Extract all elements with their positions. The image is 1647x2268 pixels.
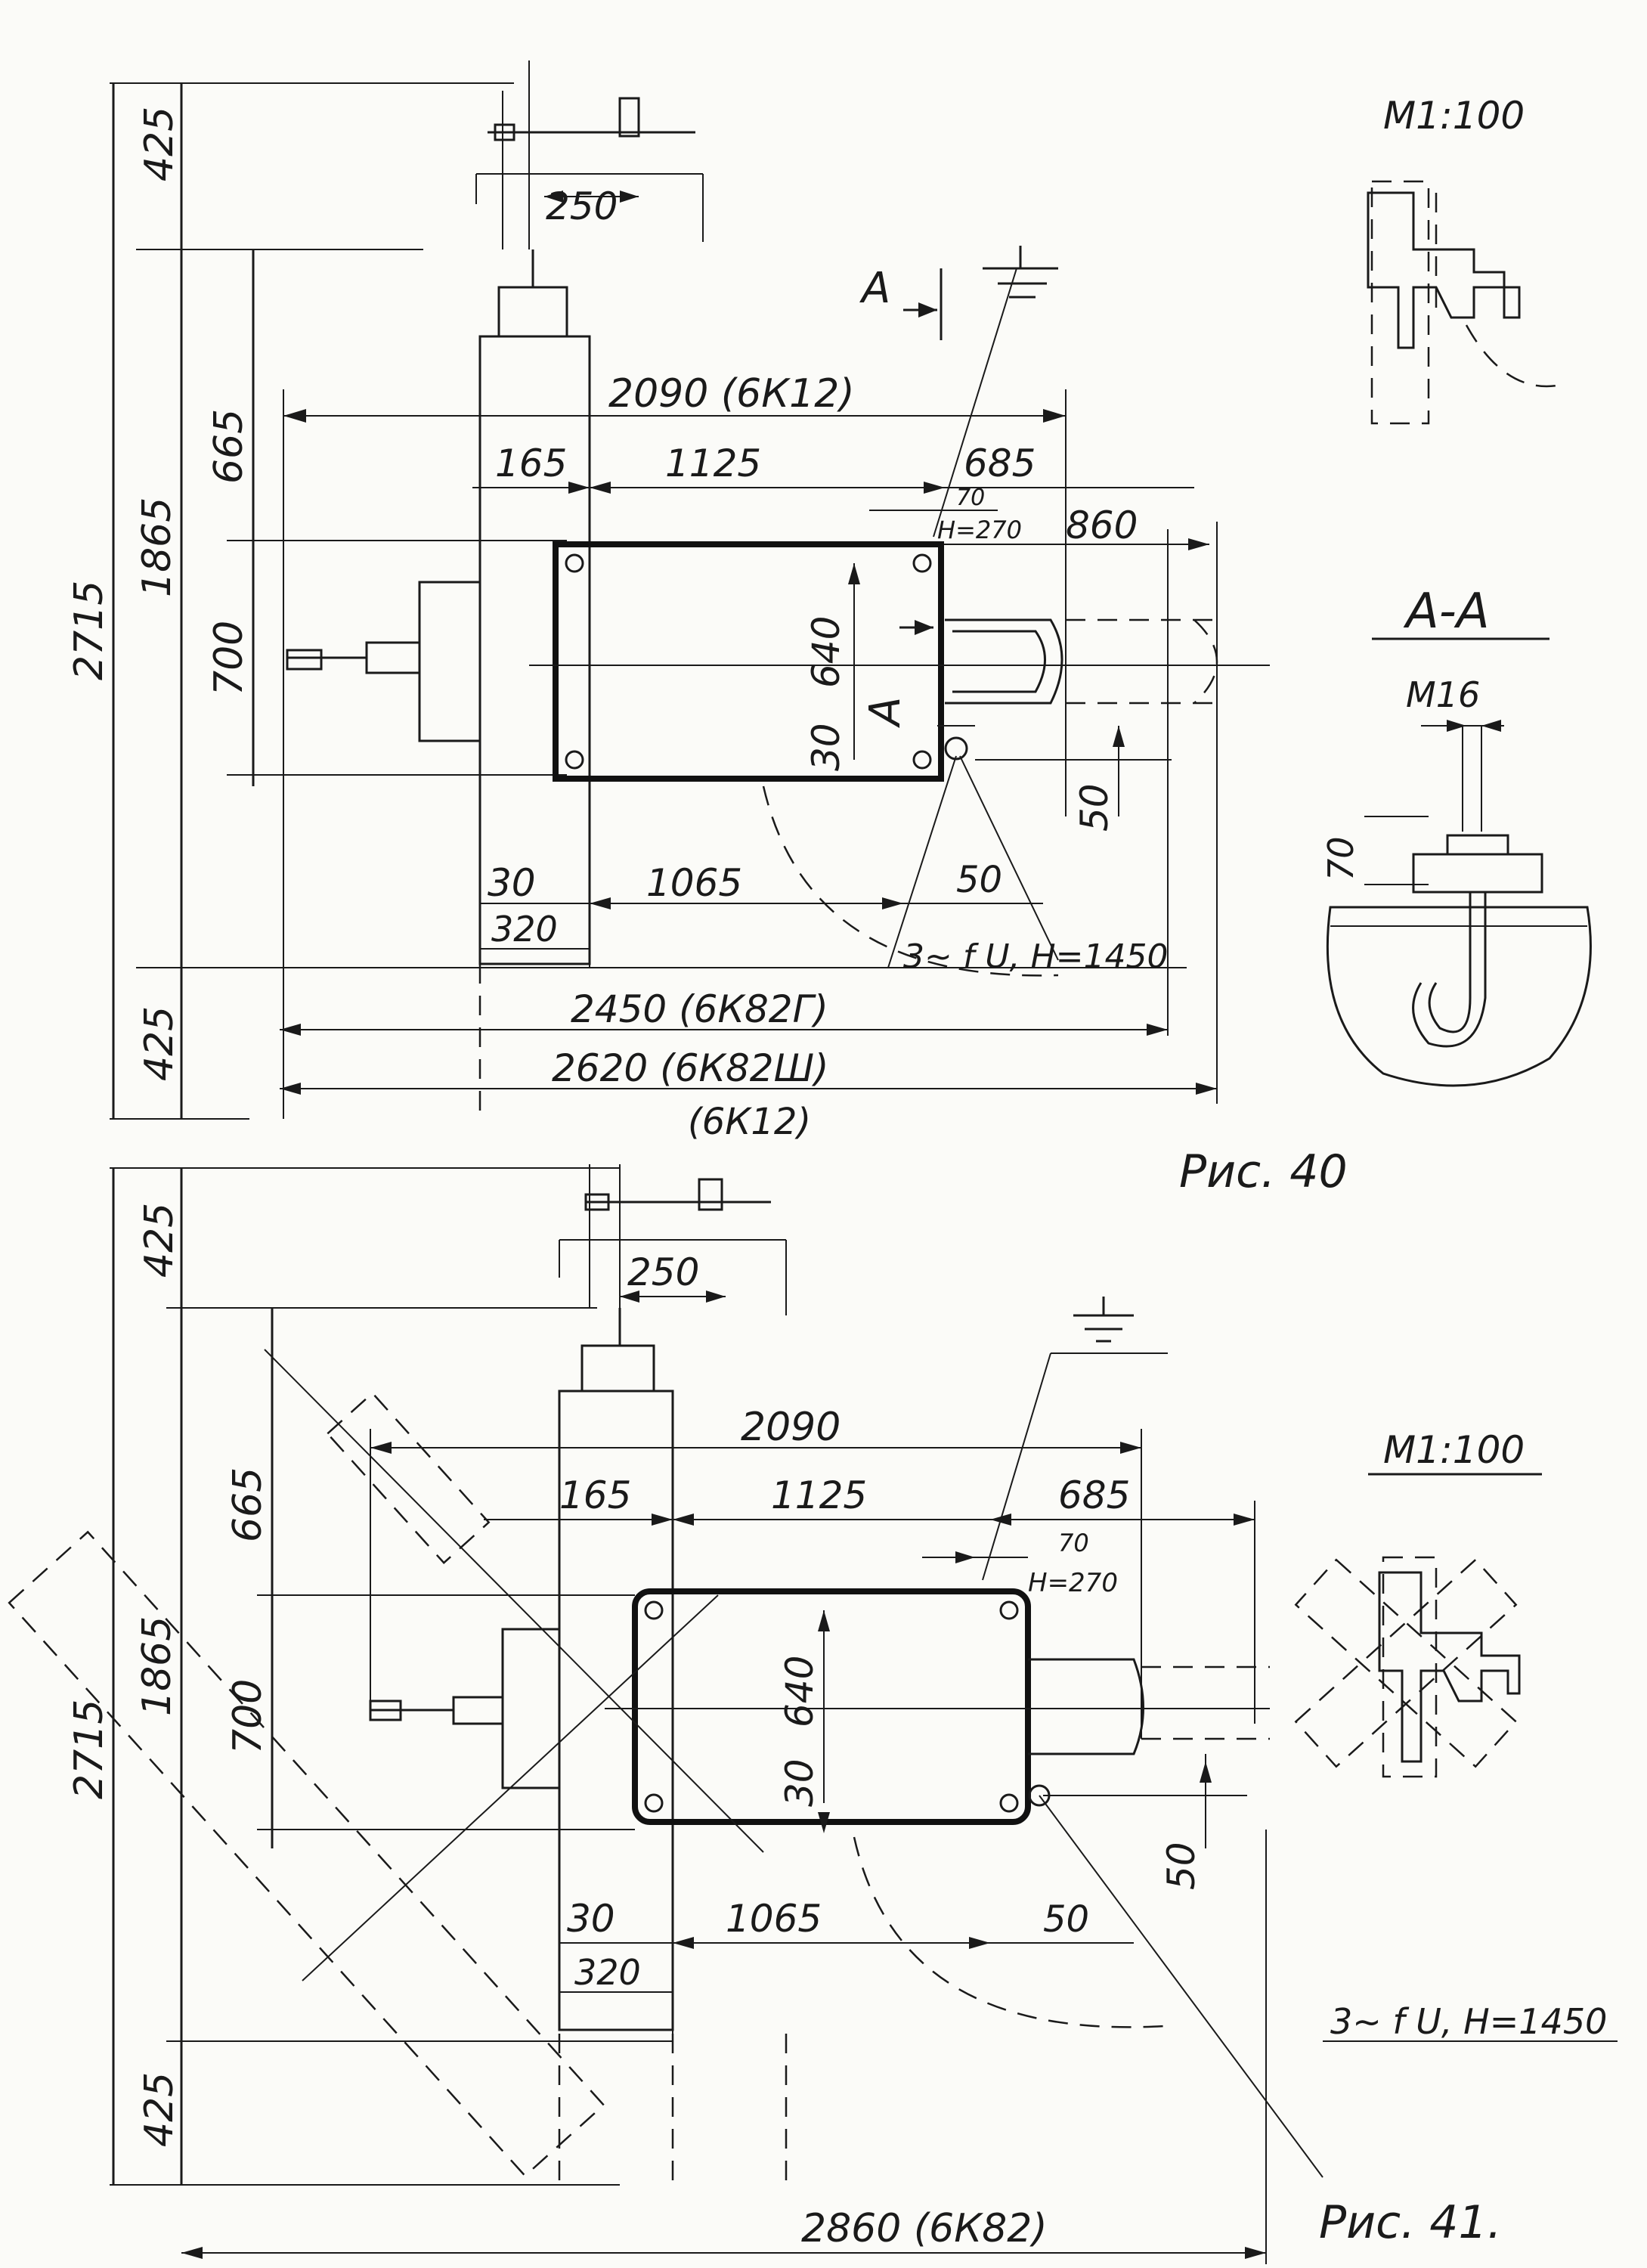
fig40-anchor-bolt-section xyxy=(1326,906,1592,1087)
fig40-dim-1065: 1065 xyxy=(646,861,742,905)
fig41-rotated-column-ghost xyxy=(8,1530,605,2177)
fig40-dim-h270: H=270 xyxy=(937,516,1022,544)
fig41-base-table xyxy=(632,1588,1031,1825)
fig41-dim-250: 250 xyxy=(627,1250,699,1294)
fig40-plan-schematic xyxy=(1367,191,1521,349)
fig40-section-title: А-А xyxy=(1403,584,1490,640)
fig41-dim-50v: 50 xyxy=(1159,1842,1203,1890)
fig40-scale-label: М1:100 xyxy=(1383,94,1525,138)
fig41-dim-30v: 30 xyxy=(778,1758,822,1807)
fig40-dim-685: 685 xyxy=(964,442,1036,485)
fig40-power-label: 3~ f U, H=1450 xyxy=(903,937,1168,976)
figure-40: 2715 1865 425 425 665 700 250 2090 xyxy=(67,60,1592,1198)
fig41-dim-h270: H=270 xyxy=(1028,1568,1118,1598)
fig40-section-marker-mid: А xyxy=(861,697,910,728)
fig40-dim-250: 250 xyxy=(546,184,618,228)
fig41-dim-1865: 1865 xyxy=(135,1616,180,1716)
fig40-section-marker-top: А xyxy=(859,264,890,313)
fig41-caption: Рис. 41. xyxy=(1319,2196,1502,2249)
fig40-section-bolt: М16 xyxy=(1406,674,1480,715)
fig41-dim-2715: 2715 xyxy=(67,1699,112,1799)
fig40-motor-housing xyxy=(418,581,481,742)
fig40-dim-700: 700 xyxy=(206,621,252,696)
fig41-dim-665: 665 xyxy=(225,1467,271,1542)
fig41-dim-320: 320 xyxy=(574,1952,641,1993)
fig41-dim-165: 165 xyxy=(559,1473,631,1517)
figure-41: 2715 1865 425 425 665 700 250 2090 xyxy=(8,1164,1618,2264)
fig40-dim-2715: 2715 xyxy=(67,581,112,680)
fig40-dim-1125: 1125 xyxy=(665,442,761,485)
fig41-dim-640: 640 xyxy=(778,1656,822,1727)
fig40-dim-320: 320 xyxy=(491,909,558,950)
fig41-dim-685: 685 xyxy=(1058,1473,1130,1517)
fig40-dim-2450: 2450 (6К82Г) xyxy=(571,987,828,1031)
fig40-dim-50h: 50 xyxy=(956,859,1002,901)
fig41-dim-700: 700 xyxy=(225,1679,271,1754)
fig40-dim-640: 640 xyxy=(804,616,848,688)
fig41-dim-70: 70 xyxy=(1058,1529,1089,1557)
fig40-caption: Рис. 40 xyxy=(1179,1145,1348,1198)
fig41-dim-2860: 2860 (6К82) xyxy=(801,2206,1048,2251)
fig40-dim-30h: 30 xyxy=(488,861,536,905)
fig40-dim-1865: 1865 xyxy=(135,497,180,597)
fig41-dim-425-bottom: 425 xyxy=(137,2072,182,2147)
fig41-power-label: 3~ f U, H=1450 xyxy=(1330,2001,1607,2042)
fig40-section-depth: 70 xyxy=(1320,836,1361,881)
fig40-dim-2620: 2620 (6К82Ш) xyxy=(552,1046,829,1090)
fig40-dim-6k12: (6К12) xyxy=(688,1101,811,1143)
fig41-dim-50h: 50 xyxy=(1043,1898,1089,1941)
fig41-motor-housing xyxy=(501,1628,561,1789)
fig40-dim-50v: 50 xyxy=(1073,783,1116,832)
fig41-plan-schematic xyxy=(1378,1571,1521,1763)
fig41-dim-30h: 30 xyxy=(567,1897,615,1941)
fig40-dim-425-top: 425 xyxy=(137,107,182,181)
fig40-dim-860: 860 xyxy=(1066,503,1138,547)
fig41-scale-label: М1:100 xyxy=(1383,1428,1525,1472)
fig40-dim-665: 665 xyxy=(206,409,252,484)
fig40-dim-425-bottom: 425 xyxy=(137,1006,182,1081)
fig40-dim-30v: 30 xyxy=(804,723,848,771)
fig40-dim-70: 70 xyxy=(956,485,985,511)
fig40-base-table xyxy=(553,541,944,782)
fig41-dim-1125: 1125 xyxy=(771,1473,867,1517)
fig41-dim-425-top: 425 xyxy=(137,1203,182,1278)
fig41-dim-1065: 1065 xyxy=(726,1897,822,1941)
fig40-dim-165: 165 xyxy=(495,442,567,485)
fig40-dim-2090: 2090 (6К12) xyxy=(608,371,855,417)
fig41-dim-2090: 2090 xyxy=(741,1405,841,1450)
